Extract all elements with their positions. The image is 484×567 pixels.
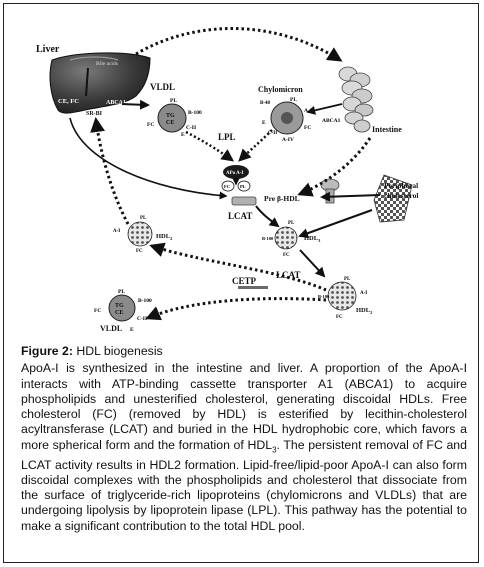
cetp-label: CETP [232,276,257,286]
liver-vldl-arrow [121,99,150,110]
hdl3-particle [274,226,298,250]
hdl2-fc-label: FC [336,315,343,320]
disc-pl-circle [237,180,251,192]
figure-caption: Figure 2: HDL biogenesis ApoA-I is synth… [21,344,467,534]
chylo-aiv-label: A-IV [282,137,294,143]
left-pl-label: PL [140,216,147,221]
bottom-tg-label: TG [115,303,124,309]
vldl-lpl-arrow [185,130,235,162]
hdl-biogenesis-diagram: Liver Bile acids CE, FC ABCA1 SR-BI VLDL… [36,27,418,333]
chylo-b48-label: B-48 [260,101,271,106]
peripheral-label-1: Peripheral [384,181,418,190]
bottom-vldl-label: VLDL [100,324,122,333]
left-fc-label: FC [136,249,143,254]
bottom-ce-label: CE [115,310,123,316]
intestine-illustration [338,66,374,133]
pre-beta-hdl-disc [231,196,257,206]
disc-fc-label: FC [224,184,230,189]
vldl-particle [157,103,187,133]
vldl-label: VLDL [150,82,175,92]
intestine-prebeta-arrow [297,137,372,197]
vldl-tg-label: TG [166,113,175,119]
vldl-fc-label: FC [147,122,154,128]
peripheral-hdl3-arrow [298,209,373,238]
abca1-liver-label: ABCA1 [106,100,126,106]
chylomicron-core [281,112,293,124]
vldl-b100-label: B-100 [188,110,202,116]
liver-prebeta-arrow [69,117,228,200]
peripheral-label-2: cholesterol [384,191,418,200]
lcat-1-label: LCAT [228,211,252,221]
left-hdl-liver-arrow [90,117,130,225]
hdl2-b100-label: B-100 [318,294,330,299]
disc-fc-circle [221,180,235,192]
figure-frame [3,3,479,563]
lpl-label: LPL [218,132,236,142]
apoai-particle [223,165,249,179]
liver-intestine-arrow [135,27,343,62]
intestine-chylo-arrow [306,103,343,115]
bottom-e-label: E [130,327,134,333]
hdl3-fc-label: FC [283,253,290,258]
left-hdl-label: HDL2 [156,233,173,241]
vldl-ce-label: CE [166,120,174,126]
bottom-b100-label: B-100 [138,298,152,304]
intestine-label: Intestine [372,125,402,134]
disc-pl-label: PL [240,184,246,189]
chylo-fc-label: FC [304,125,311,131]
bottom-pl-label: PL [118,289,125,295]
hdl2-particle [327,281,357,311]
hdl3-pl-label: PL [288,221,295,226]
hdl2-ai-label: A-I [360,291,367,296]
cetp-vldl-arrow [145,297,327,321]
caption-body-part1: ApoA-I is synthesized in the intestine a… [21,361,467,452]
lcat-2-label: LCAT [276,270,300,280]
bottom-fc-label: FC [94,308,101,314]
bottom-cii-label: C-II [137,316,147,322]
figure-title-text: HDL biogenesis [72,344,163,358]
disc-hdl3-arrow [255,205,280,228]
chylo-lpl-arrow [238,129,273,162]
abca1-intestine-label: ABCA1 [322,118,341,124]
peripheral-prebeta-arrow [320,191,381,202]
cetp-bar [238,286,268,289]
hdl3-hdl2-arrow [299,249,326,278]
hdl3-b100-label: B-100 [262,236,274,241]
bile-acids-label: Bile acids [96,61,118,67]
bottom-vldl-particle [108,294,136,322]
vldl-cii-label: C-II [186,125,196,131]
vldl-e-label: E [181,132,185,138]
figure-title: Figure 2: HDL biogenesis [21,344,467,359]
ce-fc-label: CE, FC [58,98,79,105]
vldl-pl-label: PL [170,98,177,104]
apoai-label: APo A-I [226,171,243,176]
chylo-cii-label: C-II [268,131,277,136]
liver-duct [85,67,89,97]
hdl3-label: HDL3 [304,235,321,243]
caption-body-sub: 3 [272,445,277,455]
chylo-pl-label: PL [290,97,297,103]
caption-body: ApoA-I is synthesized in the intestine a… [21,361,467,534]
figure-label: Figure 2: [21,344,73,358]
chylo-e-label: E [262,120,266,126]
liver-highlight [69,56,119,61]
hdl2-label: HDL2 [356,307,373,315]
left-hdl-particle [127,221,153,247]
liver-organ [49,52,151,114]
sr-bi-label: SR-BI [86,111,103,117]
liver-label: Liver [36,44,60,55]
left-ai-label: A-I [113,229,120,234]
caption-body-part2: . The persistent removal of FC and LCAT … [21,437,467,533]
chylomicron-label: Chylomicron [258,85,303,94]
pre-beta-hdl-label: Pre β-HDL [264,194,300,203]
hdl2-pl-label: PL [344,277,351,282]
hdl2-left-dotted-arrow [149,242,327,292]
